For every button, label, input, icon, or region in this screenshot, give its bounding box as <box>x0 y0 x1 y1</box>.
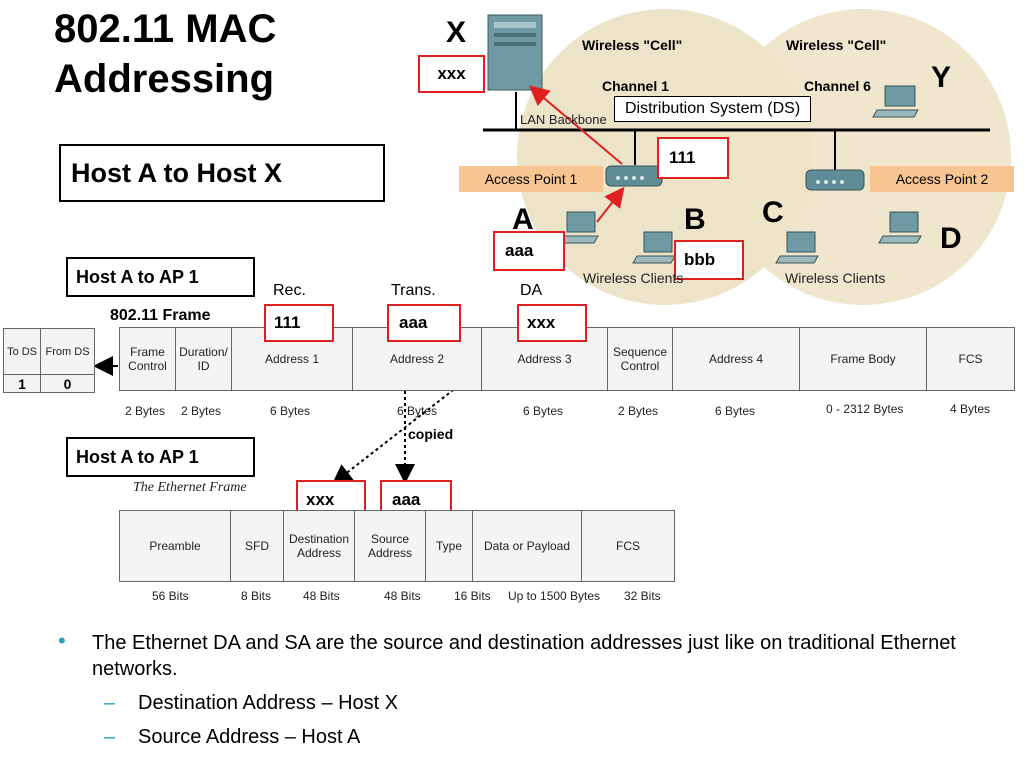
letter-d: D <box>940 222 962 255</box>
cell-right <box>715 9 1011 305</box>
eth-field-preamble: Preamble <box>119 510 231 582</box>
eth-field-type: Type <box>425 510 473 582</box>
col-da-label: DA <box>520 282 543 299</box>
copied-label: copied <box>408 426 454 442</box>
eth-field-destination: Destination Address <box>283 510 355 582</box>
field-frame-body: Frame Body <box>799 327 927 391</box>
eth-size-fcs: 32 Bits <box>624 589 661 603</box>
bullet-dot-icon: • <box>58 628 66 653</box>
laptop-c-icon <box>775 231 819 264</box>
bullet-main: • The Ethernet DA and SA are the source … <box>58 628 998 682</box>
ethernet-table: Preamble SFD Destination Address Source … <box>119 510 675 582</box>
ethernet-heading: Host A to AP 1 <box>76 447 199 467</box>
frame80211-label: 802.11 Frame <box>110 307 211 324</box>
size-address-1: 6 Bytes <box>270 404 311 418</box>
bullet-sub-2: – Source Address – Host A <box>58 724 998 750</box>
channel-left-label: Channel 1 <box>602 78 669 94</box>
size-address-4: 6 Bytes <box>715 404 756 418</box>
bullet-sub-1-text: Destination Address – Host X <box>138 692 399 714</box>
size-sequence-control: 2 Bytes <box>618 404 659 418</box>
letter-b: B <box>684 203 706 236</box>
bullet-list: • The Ethernet DA and SA are the source … <box>58 628 998 750</box>
bullet-sub-1: – Destination Address – Host X <box>58 690 998 716</box>
bullet-main-text: The Ethernet DA and SA are the source an… <box>92 632 956 680</box>
ds-bits-table: To DS From DS 1 0 <box>2 328 95 393</box>
channel-right-label: Channel 6 <box>804 78 871 94</box>
eth-size-destination: 48 Bits <box>303 589 340 603</box>
addr-a-box: aaa <box>493 231 565 271</box>
subtitle-box: Host A to Host X <box>59 144 385 202</box>
clients-left-label: Wireless Clients <box>583 270 684 286</box>
size-fcs: 4 Bytes <box>950 402 991 416</box>
arrow-ap1-to-x <box>528 85 623 165</box>
access-point-2-label: Access Point 2 <box>870 166 1014 192</box>
letter-a: A <box>512 203 534 236</box>
laptop-d-icon <box>878 211 922 244</box>
eth-size-source: 48 Bits <box>384 589 421 603</box>
to-ds-value: 1 <box>2 374 42 393</box>
subtitle: Host A to Host X <box>71 158 282 188</box>
page-title: 802.11 MAC Addressing <box>54 7 277 101</box>
eth-size-payload: Up to 1500 Bytes <box>508 589 601 603</box>
access-point-1-label: Access Point 1 <box>459 166 603 192</box>
frame80211-heading-box: Host A to AP 1 <box>66 257 255 297</box>
size-duration: 2 Bytes <box>181 404 222 418</box>
eth-field-fcs: FCS <box>581 510 675 582</box>
val-trans-box: aaa <box>387 304 461 342</box>
eth-field-source: Source Address <box>354 510 426 582</box>
field-fcs: FCS <box>926 327 1015 391</box>
field-address-1: Address 1 <box>231 327 353 391</box>
val-da-box: xxx <box>517 304 587 342</box>
addr-x-box: xxx <box>418 55 485 93</box>
backbone-label: LAN Backbone <box>520 112 607 127</box>
access-point-2-icon <box>805 169 865 191</box>
cell-left-label: Wireless "Cell" <box>582 37 683 53</box>
bullet-dash-icon: – <box>104 692 116 714</box>
col-trans-label: Trans. <box>391 282 436 299</box>
eth-field-sfd: SFD <box>230 510 284 582</box>
access-point-1-icon <box>605 165 663 187</box>
field-duration: Duration/ ID <box>175 327 232 391</box>
field-frame-control: Frame Control <box>119 327 176 391</box>
col-rec-label: Rec. <box>273 282 306 299</box>
bullet-dash-icon: – <box>104 726 116 748</box>
letter-c: C <box>762 196 784 229</box>
from-ds-header: From DS <box>40 328 95 375</box>
addr-b-box: bbb <box>674 240 744 280</box>
laptop-a-icon <box>555 211 599 244</box>
size-address-3: 6 Bytes <box>523 404 564 418</box>
server-x-icon <box>487 14 543 91</box>
eth-size-preamble: 56 Bits <box>152 589 189 603</box>
ethernet-caption: The Ethernet Frame <box>133 480 247 495</box>
field-address-4: Address 4 <box>672 327 800 391</box>
size-address-2: 6 Bytes <box>397 404 438 418</box>
size-frame-body: 0 - 2312 Bytes <box>826 402 904 416</box>
ds-label: Distribution System (DS) <box>614 96 812 122</box>
val-rec-box: 111 <box>264 304 334 342</box>
eth-size-type: 16 Bits <box>454 589 491 603</box>
size-frame-control: 2 Bytes <box>125 404 166 418</box>
to-ds-header: To DS <box>2 328 42 375</box>
field-sequence-control: Sequence Control <box>607 327 673 391</box>
bullet-sub-2-text: Source Address – Host A <box>138 726 361 748</box>
from-ds-value: 0 <box>40 374 95 393</box>
eth-field-payload: Data or Payload <box>472 510 582 582</box>
cell-right-label: Wireless "Cell" <box>786 37 887 53</box>
ethernet-heading-box: Host A to AP 1 <box>66 437 255 477</box>
letter-y: Y <box>931 61 952 94</box>
laptop-y-icon <box>872 85 919 118</box>
addr-ap1-box: 111 <box>657 137 729 179</box>
letter-x: X <box>446 16 467 49</box>
clients-right-label: Wireless Clients <box>785 270 886 286</box>
frame80211-heading: Host A to AP 1 <box>76 267 199 287</box>
eth-size-sfd: 8 Bits <box>241 589 272 603</box>
laptop-b-icon <box>632 231 676 264</box>
arrow-a-to-ap1 <box>596 186 625 223</box>
